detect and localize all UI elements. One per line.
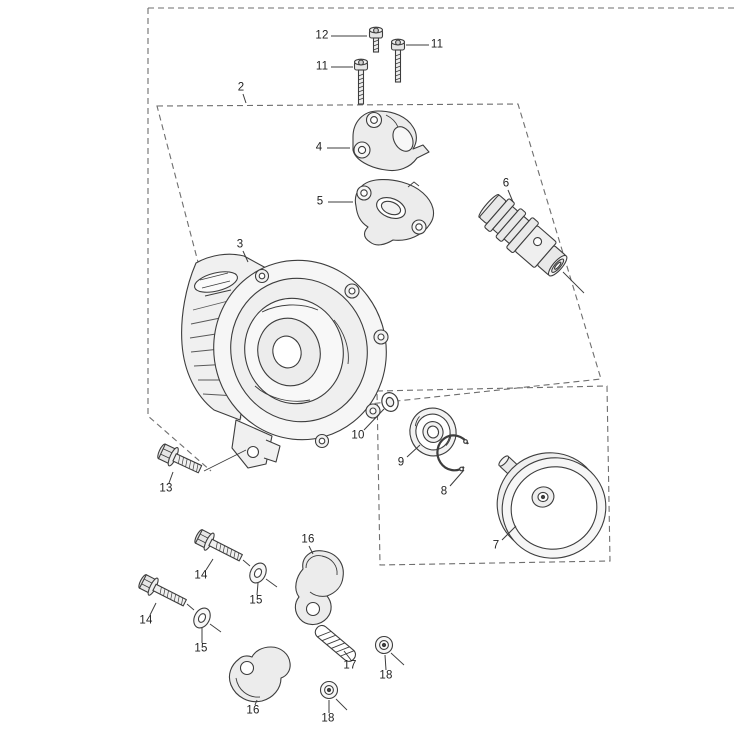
part-5-lower-clamp [354, 179, 435, 246]
callout-9: 9 [397, 456, 405, 469]
assembly-group-boundaries [147, 7, 736, 566]
part-4-upper-clamp [352, 110, 430, 172]
part-7-clutch-drum [496, 452, 607, 559]
part-14-bolt-upper [194, 529, 243, 562]
part-17-spring [314, 624, 357, 662]
assembly-axis-lower [186, 603, 222, 633]
callout-11-left: 11 [315, 60, 329, 73]
part-13-axis-line [203, 449, 247, 472]
callout-6: 6 [502, 177, 510, 190]
callout-3: 3 [236, 238, 244, 251]
callout-17: 17 [343, 659, 357, 672]
callout-16-upper: 16 [301, 533, 315, 546]
part-18-washer-lower [319, 680, 348, 711]
callout-8: 8 [440, 485, 448, 498]
part-9-ball-bearing [409, 407, 457, 457]
callout-7: 7 [492, 539, 500, 552]
part-3-crankcase-housing [181, 253, 389, 469]
part-8-snap-ring [436, 434, 469, 472]
callout-14-lower: 14 [139, 614, 153, 627]
part-6-axis-line [562, 271, 585, 294]
callout-18-right: 18 [379, 669, 393, 682]
callout-10: 10 [351, 429, 365, 442]
part-16-clutch-shoe-upper [294, 550, 344, 626]
callout-13: 13 [159, 482, 173, 495]
callout-18-lower: 18 [321, 712, 335, 725]
part-15-washer-upper [249, 562, 267, 584]
assembly-axis-upper [242, 559, 278, 588]
callout-12: 12 [315, 29, 329, 42]
group-2-boundary [156, 103, 602, 419]
part-14-bolt-lower [138, 574, 187, 607]
part-10-lock-washer [381, 392, 399, 412]
part-16-clutch-shoe-lower [228, 646, 291, 703]
callout-15-upper: 15 [249, 594, 263, 607]
part-11-screw-left [353, 58, 369, 105]
callout-11-right: 11 [430, 38, 444, 51]
part-11-screw-right [390, 38, 406, 83]
part-15-washer-lower [193, 607, 211, 629]
part-13-bolt [157, 443, 203, 474]
callout-15-lower: 15 [194, 642, 208, 655]
part-6-shaft-coupler [478, 193, 568, 277]
page-frame-dashed-left [147, 8, 212, 472]
clutch-drum-group-boundary [376, 385, 611, 566]
callout-14-upper: 14 [194, 569, 208, 582]
callout-4: 4 [315, 141, 323, 154]
part-12-screw [368, 26, 384, 53]
callout-16-lower: 16 [246, 704, 260, 717]
callout-5: 5 [316, 195, 324, 208]
callout-2: 2 [237, 81, 245, 94]
callout-leader-lines [149, 35, 517, 713]
part-18-washer-right [374, 635, 405, 666]
